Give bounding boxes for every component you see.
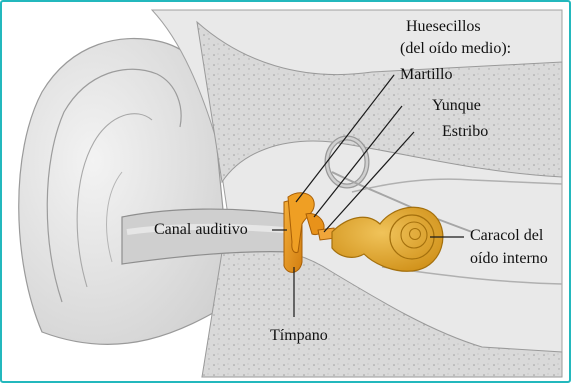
cochlea-label-line2: oído interno	[470, 250, 548, 268]
anvil-label: Yunque	[432, 97, 481, 115]
eardrum-label: Tímpano	[270, 327, 328, 345]
stirrup-label: Estribo	[442, 123, 488, 141]
cochlea-label-line1: Caracol del	[470, 227, 543, 245]
ossicles-heading-line1: Huesecillos	[406, 18, 481, 36]
ear-canal-label: Canal auditivo	[154, 221, 248, 239]
hammer-label: Martillo	[400, 66, 452, 84]
ossicles-heading-line2: (del oído medio):	[400, 40, 511, 58]
